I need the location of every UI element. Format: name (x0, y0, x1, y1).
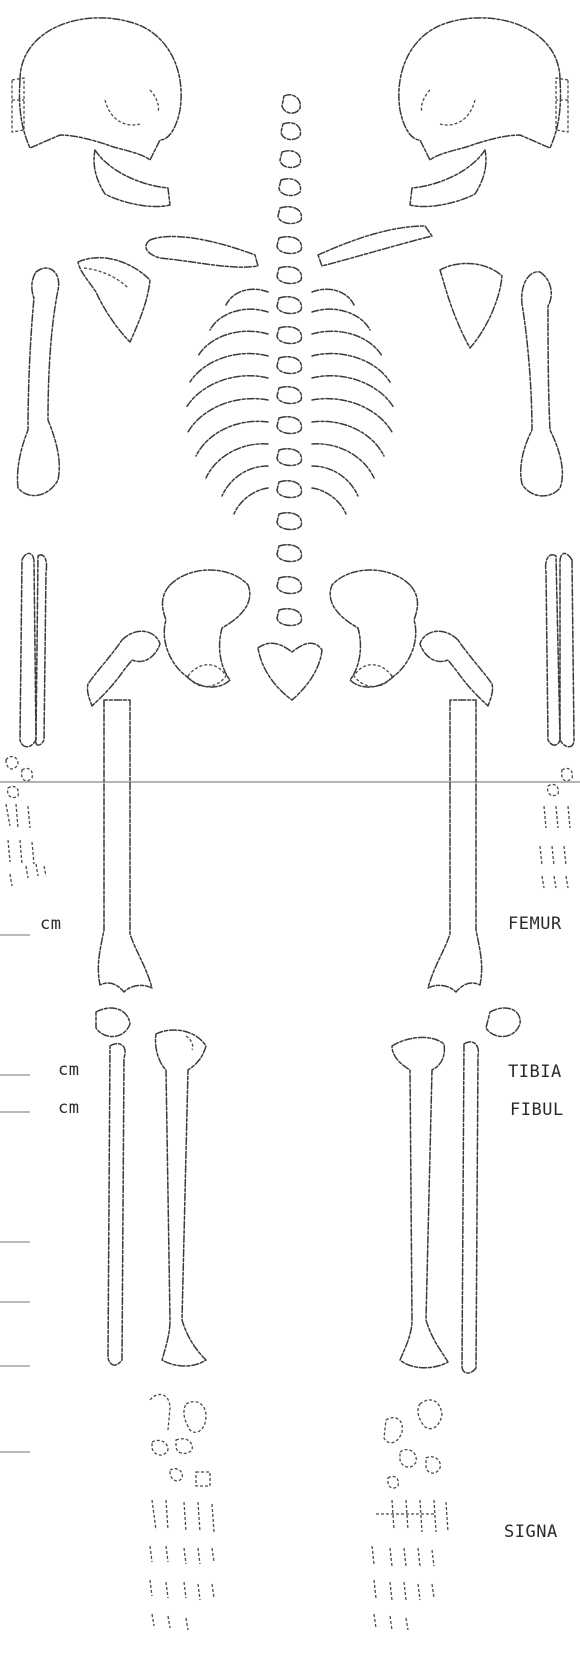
fibula-label: FIBUL (510, 1100, 564, 1120)
tibia-label: TIBIA (508, 1062, 562, 1082)
vertebral-column (277, 95, 301, 626)
forearm-left (20, 553, 47, 746)
sacrum (258, 643, 322, 700)
tibia-right (392, 1037, 448, 1367)
scapulae (78, 258, 502, 348)
foot-right (372, 1400, 448, 1630)
femur-label: FEMUR (508, 914, 562, 934)
tibia-unit-label: cm (58, 1060, 79, 1080)
femur-right (420, 631, 493, 992)
femur-unit-label: cm (40, 914, 61, 934)
signature-label: SIGNA (504, 1522, 558, 1542)
fibula-unit-label: cm (58, 1098, 79, 1118)
foot-left (150, 1394, 214, 1630)
forearm-right (546, 553, 574, 746)
hand-right (540, 768, 572, 888)
form-rules (0, 782, 580, 1452)
ribs-right (312, 289, 394, 514)
humerus-left (17, 268, 59, 496)
ribs-left (186, 289, 268, 514)
clavicles (146, 226, 432, 267)
fibula-right (462, 1042, 478, 1373)
hand-left (6, 757, 46, 886)
tibia-left (155, 1030, 206, 1366)
skull-left (12, 18, 181, 207)
pelvis-left (163, 570, 250, 687)
femur-left (87, 631, 160, 992)
fibula-left (108, 1044, 125, 1365)
pelvis-right (330, 570, 417, 687)
humerus-right (521, 272, 563, 496)
skull-right (399, 18, 568, 207)
